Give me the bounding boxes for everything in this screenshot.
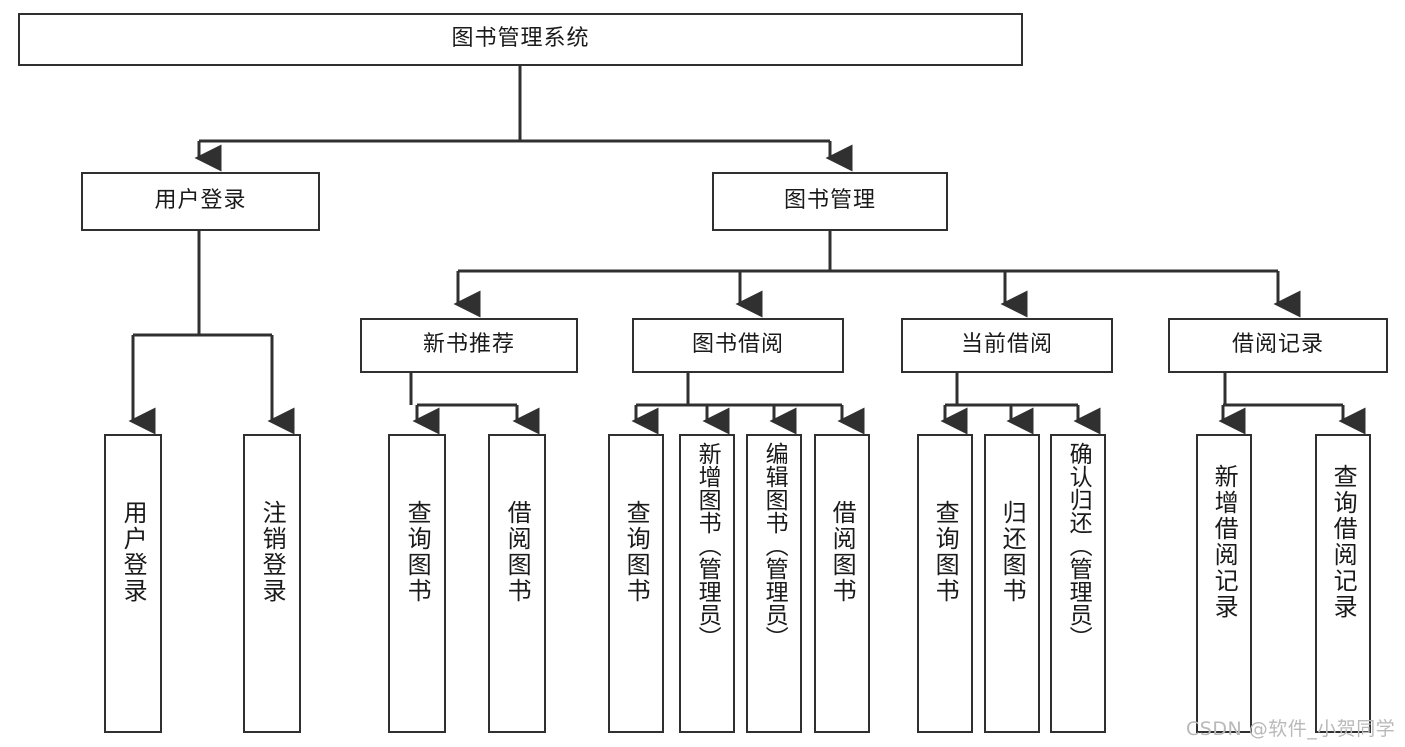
node-borrow-record-label: 借阅记录 <box>1231 332 1324 358</box>
node-root-system-label: 图书管理系统 <box>451 26 590 52</box>
leaf-confirm-return-admin[interactable]: 确认归还（管理员） <box>1050 434 1106 733</box>
leaf-borrow-book[interactable]: 借阅图书 <box>814 434 870 733</box>
leaf-logout-label: 注销登录 <box>258 500 287 604</box>
node-book-management[interactable]: 图书管理 <box>712 172 948 231</box>
leaf-query-book-borrow-label: 查询图书 <box>622 500 651 604</box>
node-current-borrow-label: 当前借阅 <box>960 332 1053 358</box>
leaf-user-login[interactable]: 用户登录 <box>104 434 162 733</box>
node-root-system[interactable]: 图书管理系统 <box>18 13 1023 66</box>
leaf-add-borrow-record[interactable]: 新增借阅记录 <box>1196 434 1252 733</box>
node-book-borrow[interactable]: 图书借阅 <box>632 318 844 373</box>
node-new-book-recommend-label: 新书推荐 <box>422 332 515 358</box>
leaf-query-book-borrow[interactable]: 查询图书 <box>608 434 664 733</box>
leaf-add-book-admin[interactable]: 新增图书（管理员） <box>679 434 735 733</box>
leaf-borrow-book-recommend-label: 借阅图书 <box>503 500 532 604</box>
leaf-edit-book-admin[interactable]: 编辑图书（管理员） <box>746 434 802 733</box>
leaf-return-book[interactable]: 归还图书 <box>984 434 1040 733</box>
leaf-query-book-recommend[interactable]: 查询图书 <box>388 434 446 733</box>
node-new-book-recommend[interactable]: 新书推荐 <box>360 318 578 373</box>
leaf-query-borrow-record-label: 查询借阅记录 <box>1329 464 1358 620</box>
leaf-add-book-admin-label: 新增图书（管理员） <box>694 442 721 649</box>
leaf-add-borrow-record-label: 新增借阅记录 <box>1210 464 1239 620</box>
node-borrow-record[interactable]: 借阅记录 <box>1168 318 1388 373</box>
leaf-query-book-current-label: 查询图书 <box>931 500 960 604</box>
node-book-borrow-label: 图书借阅 <box>691 332 784 358</box>
leaf-return-book-label: 归还图书 <box>998 500 1027 604</box>
leaf-edit-book-admin-label: 编辑图书（管理员） <box>761 442 788 649</box>
leaf-borrow-book-label: 借阅图书 <box>828 500 857 604</box>
node-user-login-label: 用户登录 <box>154 188 247 214</box>
leaf-query-borrow-record[interactable]: 查询借阅记录 <box>1315 434 1371 733</box>
node-current-borrow[interactable]: 当前借阅 <box>901 318 1113 373</box>
leaf-query-book-recommend-label: 查询图书 <box>403 500 432 604</box>
leaf-query-book-current[interactable]: 查询图书 <box>917 434 973 733</box>
leaf-logout[interactable]: 注销登录 <box>243 434 301 733</box>
leaf-user-login-label: 用户登录 <box>119 500 148 604</box>
leaf-borrow-book-recommend[interactable]: 借阅图书 <box>488 434 546 733</box>
node-book-management-label: 图书管理 <box>783 188 876 214</box>
node-user-login[interactable]: 用户登录 <box>81 172 320 231</box>
leaf-confirm-return-admin-label: 确认归还（管理员） <box>1065 442 1092 649</box>
